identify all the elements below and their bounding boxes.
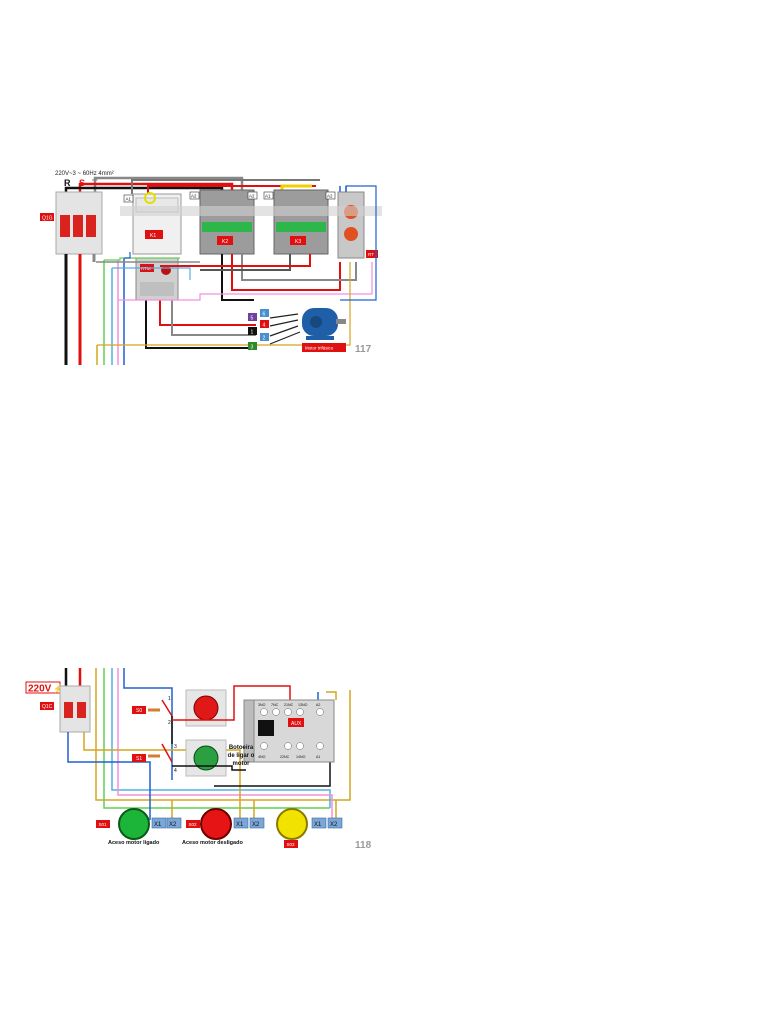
lamp-s02-caption: Aceso motor desligado — [182, 840, 243, 846]
lamp-s01-tag: S01 — [99, 822, 108, 827]
motor-label: Motor trifásico — [305, 346, 334, 351]
supply-drops — [64, 254, 125, 365]
lamp-s02: S02 X1 X2 Aceso motor desligado — [182, 808, 265, 846]
aux-bottom-1: 4NO — [258, 755, 266, 759]
button-s0[interactable]: S0 1 2 — [132, 696, 173, 726]
lamp-s02-tag: S02 — [189, 822, 198, 827]
k1-label: K1 — [150, 233, 156, 239]
k2-a2b-label: A2 — [249, 194, 255, 199]
contactor-k3: K3 A1 A2 — [263, 189, 336, 255]
contact-1: 1 — [168, 696, 171, 702]
lamp-s03: S03 X1 X2 — [276, 808, 343, 848]
aux-top-1: 3NO — [258, 703, 266, 707]
lightning-icon: ⚡ — [53, 684, 63, 694]
rt-label: RT — [368, 252, 374, 257]
breaker-q1c-label: Q1C — [42, 704, 53, 710]
aux-bottom-3: 14NO — [296, 755, 306, 759]
lamp-s02-x1: X1 — [236, 822, 244, 828]
aux-bottom-4: A1 — [316, 755, 320, 759]
terminal-3: 3 — [251, 345, 254, 351]
button-s1[interactable]: S1 3 4 — [132, 743, 177, 774]
contact-3: 3 — [174, 744, 177, 750]
phase-r-label: R — [64, 178, 71, 188]
breaker-q1c: Q1C — [40, 685, 91, 733]
lamp-wiring — [171, 800, 337, 818]
aux-label: AUX — [291, 721, 302, 727]
page-number-117: 117 — [355, 344, 372, 355]
yellow-lamp-icon — [276, 808, 308, 840]
breaker-q1g-label: Q1G — [42, 216, 53, 222]
aux-bottom-2: 22NC — [280, 755, 290, 759]
button-s0-label: S0 — [136, 708, 142, 714]
lamp-s01-x1: X1 — [154, 822, 162, 828]
motor-label-box — [302, 343, 346, 352]
terminal-5: 5 — [251, 316, 254, 322]
power-wiring — [96, 185, 377, 349]
lamp-s03-x2: X2 — [330, 822, 338, 828]
din-rail — [120, 206, 382, 216]
terminal-2: 2 — [263, 336, 266, 342]
green-pushbutton-icon — [185, 739, 227, 777]
aux-top-4: 13NO — [298, 703, 308, 707]
lamp-s02-x2: X2 — [252, 822, 260, 828]
contact-2: 2 — [168, 720, 171, 726]
lamp-s01: S01 X1 X2 Aceso motor ligado — [96, 808, 182, 846]
lamp-s01-caption: Aceso motor ligado — [108, 840, 160, 846]
green-lamp-icon — [118, 808, 150, 840]
lamp-s01-x2: X2 — [169, 822, 177, 828]
supply-label: 220V~3 ~ 60Hz 4mm² — [55, 171, 114, 177]
aux-top-2: 7NC — [271, 703, 279, 707]
contactor-k2: K2 A2 A2 — [189, 189, 258, 255]
aux-contact-block: AUX 3NO 7NC 21NC 13NO A2 4NO 22NC 14NO A… — [243, 699, 335, 763]
terminal-4: 4 — [263, 323, 266, 329]
button-caption: Botoeira de ligar o motor — [227, 745, 255, 767]
k3-a2-label: A2 — [327, 194, 333, 199]
red-lamp-icon — [200, 808, 232, 840]
button-s1-label: S1 — [136, 756, 142, 762]
aux-top-5: A2 — [316, 703, 320, 707]
button-wiring — [171, 685, 337, 787]
contact-4: 4 — [174, 768, 177, 774]
timer-rt: RT — [337, 191, 378, 259]
k1-a1-label: A1 — [126, 197, 132, 202]
terminal-1: 1 — [251, 330, 254, 336]
k2-label: K2 — [222, 239, 228, 245]
voltage-label: 220V — [28, 684, 52, 695]
k2-a2-label: A2 — [191, 194, 197, 199]
lamp-s03-tag: S03 — [287, 842, 296, 847]
page-number-118: 118 — [355, 840, 372, 851]
k3-label: K3 — [295, 239, 301, 245]
k3-a1-label: A1 — [265, 194, 271, 199]
motor-terminals: 5 6 4 1 2 3 — [248, 309, 269, 351]
aux-top-3: 21NC — [284, 703, 294, 707]
terminal-6: 6 — [263, 312, 266, 318]
breaker-outputs — [67, 732, 241, 820]
motor-icon — [269, 308, 346, 345]
lamp-s03-x1: X1 — [314, 822, 322, 828]
